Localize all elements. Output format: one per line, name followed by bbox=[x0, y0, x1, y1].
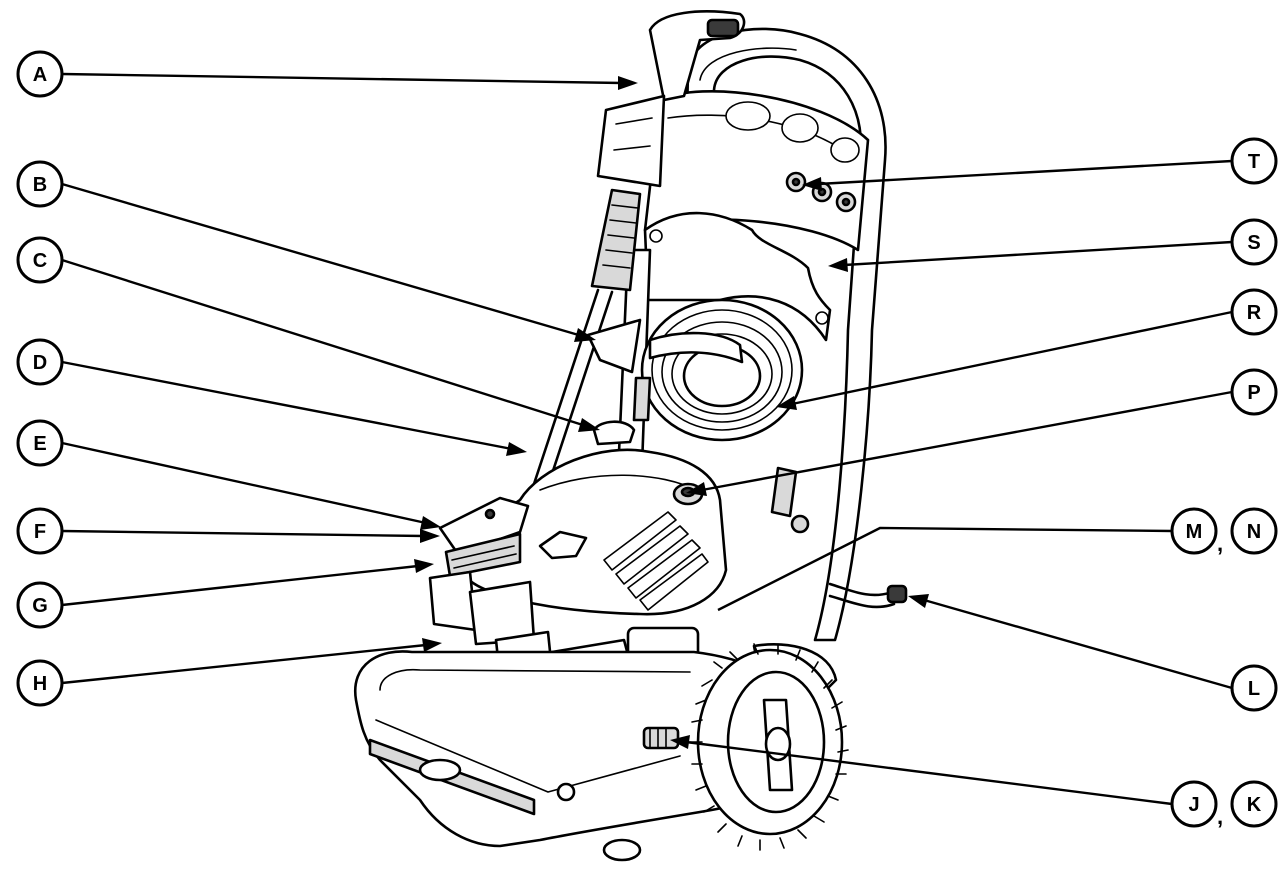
callout-p: P bbox=[1230, 368, 1278, 416]
callout-h-label: H bbox=[33, 673, 47, 695]
arrowhead-l bbox=[908, 594, 929, 608]
callout-h: H bbox=[16, 659, 64, 707]
callout-a: A bbox=[16, 50, 64, 98]
leader-jk bbox=[685, 740, 1173, 806]
leader-c bbox=[61, 258, 587, 428]
callout-b: B bbox=[16, 160, 64, 208]
arrowhead-b bbox=[574, 328, 596, 342]
separator-mn: , bbox=[1217, 531, 1223, 556]
callout-s-label: S bbox=[1247, 232, 1260, 254]
spray-gun bbox=[530, 10, 746, 494]
leader-s bbox=[843, 240, 1233, 267]
leader-l bbox=[923, 598, 1233, 690]
callout-n-label: N bbox=[1247, 521, 1261, 543]
arrowhead-g bbox=[414, 559, 434, 573]
separator-jk: , bbox=[1217, 804, 1223, 829]
arrowhead-e bbox=[420, 516, 441, 530]
arrowhead-c bbox=[578, 418, 600, 432]
leader-g bbox=[61, 564, 419, 607]
leader-b bbox=[61, 182, 583, 338]
arrowhead-d bbox=[506, 442, 527, 456]
callout-s: S bbox=[1230, 218, 1278, 266]
leader-a bbox=[61, 72, 623, 85]
leader-h bbox=[61, 643, 427, 685]
handle-frame bbox=[614, 27, 887, 642]
arrowhead-h bbox=[422, 638, 442, 652]
callout-j: J bbox=[1170, 780, 1218, 828]
callout-k: K bbox=[1230, 780, 1278, 828]
wheel bbox=[689, 643, 849, 851]
arrowhead-a bbox=[618, 76, 638, 90]
callout-d-label: D bbox=[33, 352, 47, 374]
callout-j-label: J bbox=[1188, 794, 1199, 816]
callout-a-label: A bbox=[33, 64, 47, 86]
leader-e bbox=[61, 441, 427, 525]
callout-g-label: G bbox=[32, 595, 48, 617]
leader-lines bbox=[61, 72, 1233, 806]
callout-r: R bbox=[1230, 288, 1278, 336]
callout-f: F bbox=[16, 507, 64, 555]
callout-t-label: T bbox=[1248, 151, 1260, 173]
leader-r bbox=[791, 310, 1233, 406]
inlet-hose bbox=[828, 582, 908, 609]
callout-g: G bbox=[16, 581, 64, 629]
pressure-washer-illustration bbox=[353, 10, 908, 862]
leader-t bbox=[817, 159, 1233, 186]
hose-coil bbox=[632, 298, 810, 534]
water-inlet-connector bbox=[642, 726, 680, 750]
callout-d: D bbox=[16, 338, 64, 386]
arrowhead-f bbox=[420, 529, 440, 543]
callout-k-label: K bbox=[1247, 794, 1262, 816]
leader-p bbox=[701, 390, 1233, 492]
callout-labels: A B C D E F G H bbox=[16, 50, 1278, 829]
callout-b-label: B bbox=[33, 174, 47, 196]
arrowhead-jk bbox=[670, 735, 690, 749]
callout-c: C bbox=[16, 236, 64, 284]
callout-t: T bbox=[1230, 137, 1278, 185]
arrowhead-s bbox=[828, 258, 848, 272]
leader-mn bbox=[717, 526, 1173, 612]
callout-m-label: M bbox=[1186, 521, 1203, 543]
callout-n: N bbox=[1230, 507, 1278, 555]
callout-l: L bbox=[1230, 664, 1278, 712]
callout-e: E bbox=[16, 419, 64, 467]
callout-f-label: F bbox=[34, 521, 46, 543]
warning-tag bbox=[586, 318, 642, 374]
callout-r-label: R bbox=[1247, 302, 1262, 324]
arrowhead-p bbox=[686, 482, 707, 496]
callout-m: M bbox=[1170, 507, 1218, 555]
callout-l-label: L bbox=[1248, 678, 1260, 700]
callout-p-label: P bbox=[1247, 382, 1260, 404]
callout-e-label: E bbox=[33, 433, 46, 455]
leader-f bbox=[61, 529, 425, 538]
arrowhead-r bbox=[776, 396, 797, 410]
leader-d bbox=[61, 360, 513, 451]
engine-shroud bbox=[458, 420, 728, 616]
arrowhead-t bbox=[802, 177, 822, 191]
callout-c-label: C bbox=[33, 250, 47, 272]
